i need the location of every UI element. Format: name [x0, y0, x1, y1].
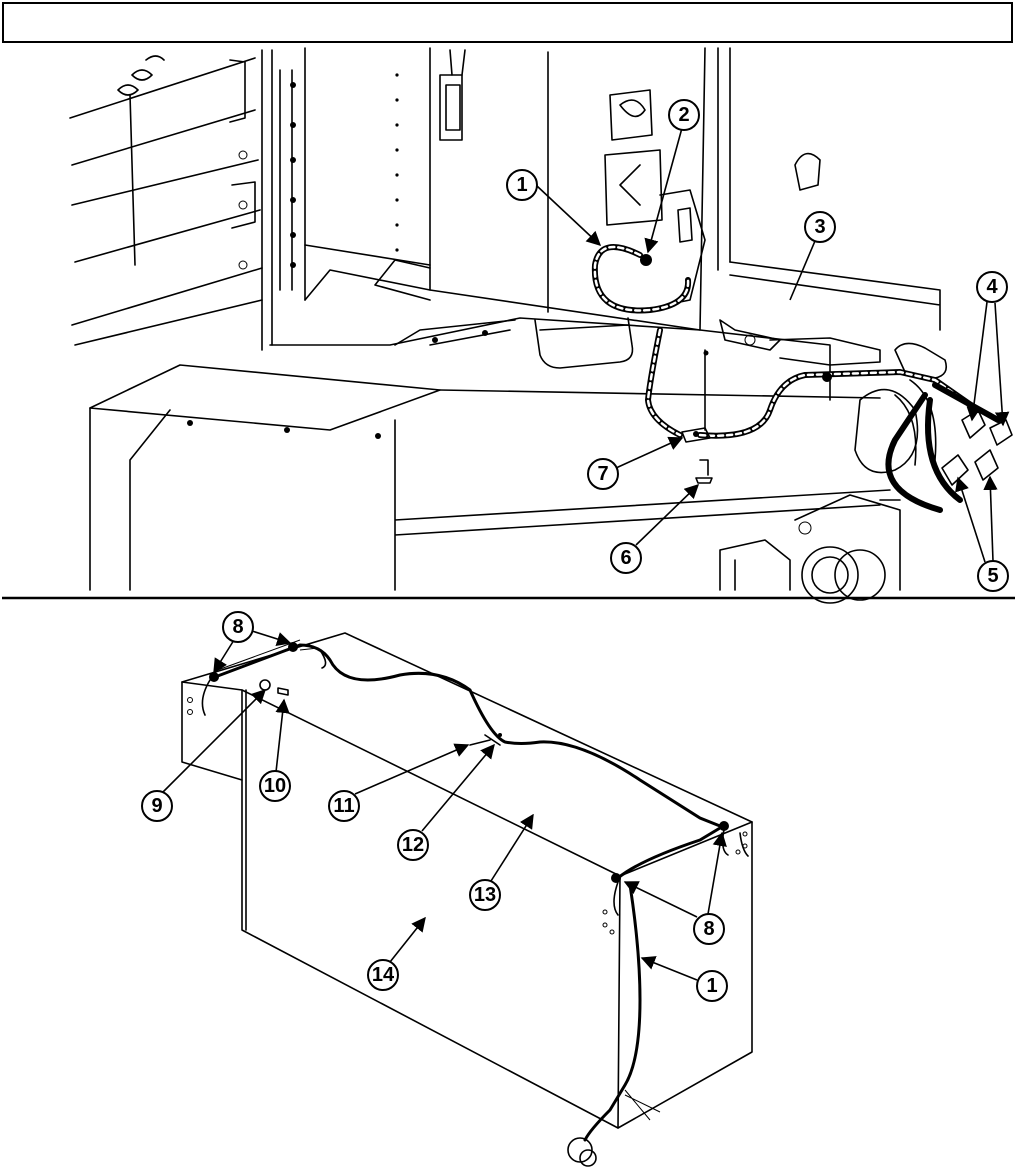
battery-box-panel: [430, 48, 820, 330]
callout-label: 8: [232, 616, 243, 638]
callout-14: 14: [368, 918, 425, 990]
callout-7: 7: [588, 438, 682, 489]
callout-label: 8: [703, 918, 714, 940]
callout-11: 11: [329, 745, 468, 821]
callout-label: 7: [597, 463, 608, 485]
callout-label: 4: [986, 276, 998, 298]
battery-box: [182, 633, 752, 1128]
right-equipment: [720, 343, 946, 603]
callout-label: 13: [474, 884, 496, 906]
callout-10: 10: [260, 700, 290, 801]
callout-4: 4: [972, 272, 1007, 425]
floor-frame: [90, 245, 940, 590]
callout-label: 14: [372, 964, 395, 986]
callout-6: 6: [611, 485, 698, 573]
side-panel: [70, 48, 305, 350]
lower-view: 8 9 10 11 12 13 14: [142, 612, 752, 1166]
callout-label: 9: [151, 795, 162, 817]
callout-label: 12: [402, 834, 424, 856]
callout-label: 6: [620, 547, 631, 569]
callout-5: 5: [958, 477, 1008, 591]
callout-1-top: 1: [507, 170, 600, 245]
callout-label: 11: [333, 795, 354, 817]
callout-label: 3: [814, 216, 825, 238]
rivet-line: [395, 73, 398, 251]
upper-view: 1 2 3 4 5 6: [70, 48, 1012, 603]
callout-1-bottom: 1: [642, 958, 727, 1001]
callout-label: 1: [706, 975, 717, 997]
callout-12: 12: [398, 745, 494, 860]
callout-label: 1: [516, 174, 527, 196]
cable-harness-upper: [595, 247, 1012, 510]
callout-label: 5: [987, 565, 998, 587]
callout-13: 13: [470, 815, 533, 910]
callout-label: 10: [264, 775, 286, 797]
callout-label: 2: [678, 104, 689, 126]
